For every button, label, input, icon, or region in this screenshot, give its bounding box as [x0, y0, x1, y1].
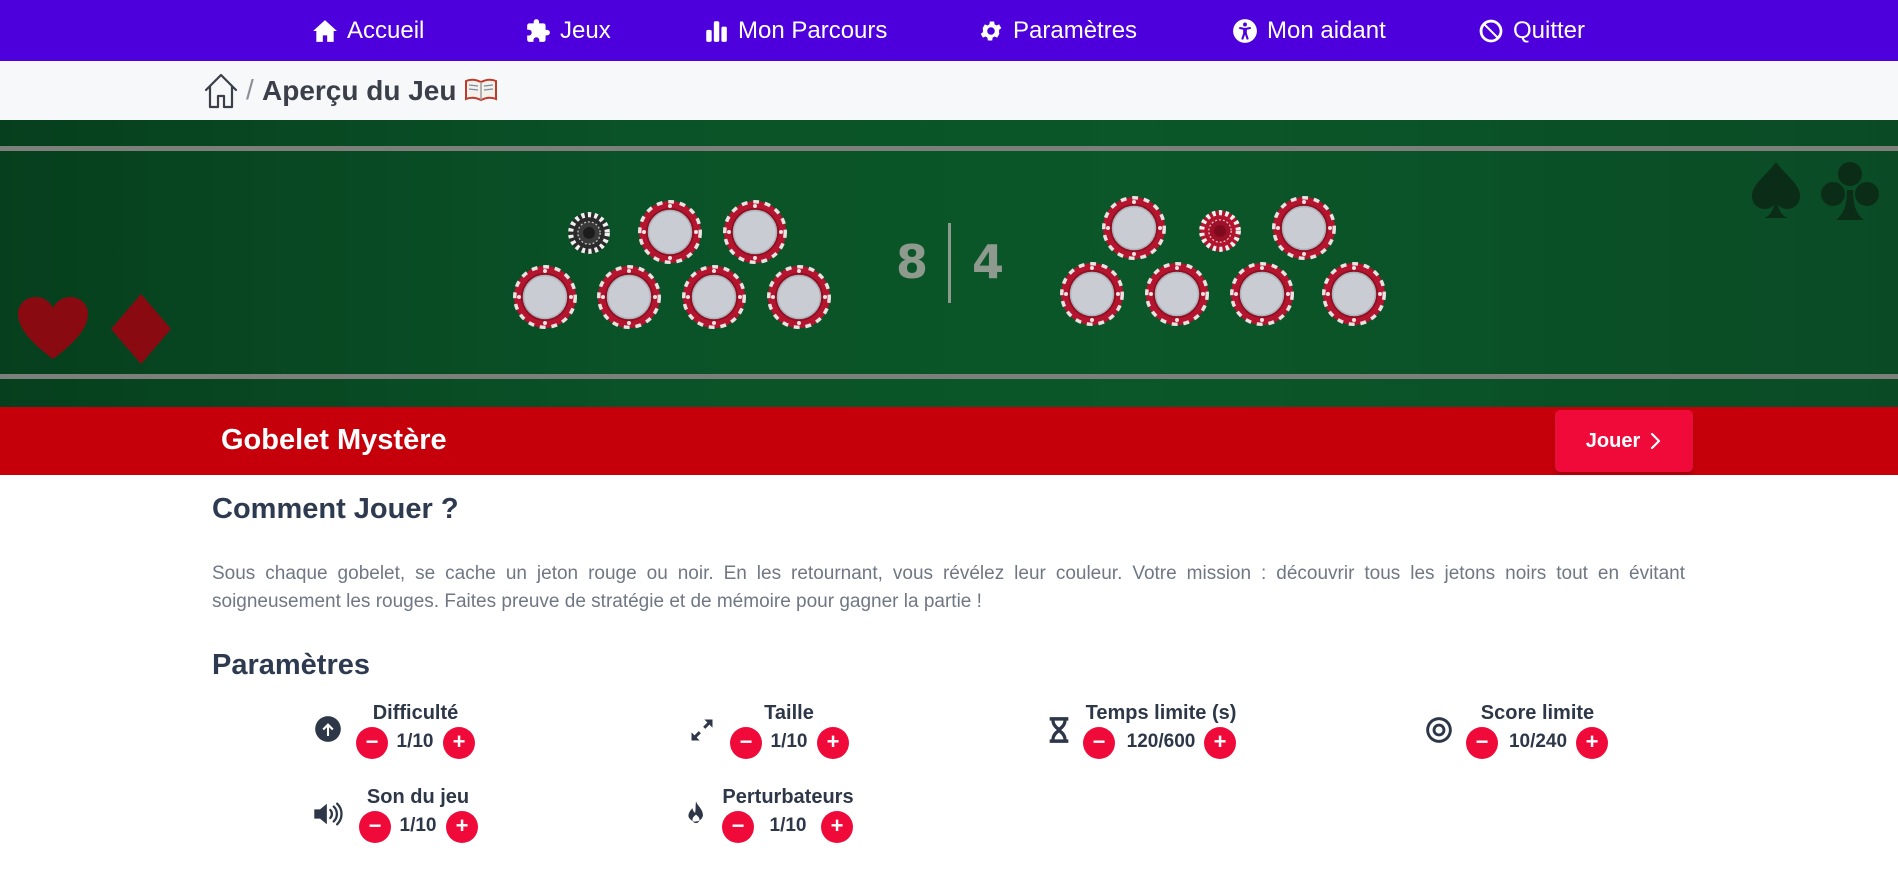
nav-item-label: Accueil [347, 16, 425, 44]
nav-item-jeux[interactable]: Jeux [525, 0, 611, 61]
param-value-score-limite: 10/240 [1508, 731, 1568, 752]
taille-decrease-button[interactable]: − [730, 727, 762, 759]
poker-chip[interactable] [1272, 196, 1336, 260]
score-divider [948, 223, 951, 303]
heart-icon [18, 297, 88, 359]
poker-chip[interactable] [597, 265, 661, 329]
game-title: Gobelet Mystère [221, 424, 447, 456]
parameters-heading: Paramètres [212, 649, 370, 681]
temps-limite-increase-button[interactable]: + [1204, 727, 1236, 759]
param-value-son-du-jeu: 1/10 [399, 815, 437, 836]
nav-item-mon-aidant[interactable]: Mon aidant [1232, 0, 1386, 61]
difficulte-decrease-button[interactable]: − [356, 727, 388, 759]
score-left: 8 [896, 235, 929, 289]
expand-arrows-icon [691, 719, 713, 741]
play-button[interactable]: Jouer [1555, 410, 1693, 472]
ban-icon [1479, 19, 1503, 42]
club-icon [1821, 162, 1879, 220]
how-to-play-description: Sous chaque gobelet, se cache un jeton r… [212, 563, 1685, 612]
accessibility-icon [1233, 18, 1257, 43]
revealed-black-chip [568, 212, 610, 254]
revealed-red-chip [1199, 210, 1241, 252]
bar-chart-icon [706, 20, 727, 42]
poker-chip[interactable] [638, 200, 702, 264]
nav-item-quitter[interactable]: Quitter [1478, 0, 1585, 61]
poker-chip[interactable] [513, 265, 577, 329]
table-rail-bottom [0, 374, 1898, 379]
speaker-icon [314, 802, 343, 826]
nav-item-accueil[interactable]: Accueil [312, 0, 424, 61]
param-value-temps-limite: 120/600 [1126, 731, 1196, 752]
poker-chip[interactable] [1102, 196, 1166, 260]
how-to-play-heading: Comment Jouer ? [212, 493, 459, 525]
page-title-text: Aperçu du Jeu [262, 75, 457, 106]
nav-item-label: Mon aidant [1267, 16, 1386, 44]
game-preview: 8 4 [0, 120, 1898, 407]
param-value-perturbateurs: 1/10 [769, 815, 807, 836]
play-button-label: Jouer [1585, 429, 1641, 452]
target-icon [1426, 717, 1452, 743]
home-icon [313, 19, 337, 42]
poker-chip[interactable] [1230, 262, 1294, 326]
param-label-score-limite: Score limite [1480, 702, 1595, 724]
param-label-perturbateurs: Perturbateurs [722, 786, 854, 808]
param-label-son-du-jeu: Son du jeu [366, 786, 470, 808]
home-outline-icon[interactable] [203, 72, 239, 110]
perturbateurs-increase-button[interactable]: + [821, 811, 853, 843]
nav-item-label: Mon Parcours [738, 16, 888, 44]
game-title-banner: Gobelet Mystère Jouer [0, 407, 1898, 475]
nav-item-label: Paramètres [1013, 16, 1138, 44]
poker-chip[interactable] [1322, 262, 1386, 326]
taille-increase-button[interactable]: + [817, 727, 849, 759]
nav-item-parametres[interactable]: Paramètres [978, 0, 1137, 61]
breadcrumb: / Aperçu du Jeu [0, 61, 1898, 120]
param-value-taille: 1/10 [770, 731, 808, 752]
open-book-icon [465, 78, 498, 102]
poker-chip[interactable] [767, 265, 831, 329]
score-right: 4 [972, 235, 1005, 289]
top-navbar: Accueil Jeux Mon Parcours Paramètres Mon… [0, 0, 1898, 61]
poker-chip[interactable] [1060, 262, 1124, 326]
score-limite-increase-button[interactable]: + [1576, 727, 1608, 759]
spade-icon [1752, 162, 1800, 218]
puzzle-icon [527, 18, 550, 42]
param-label-difficulte: Difficulté [372, 702, 459, 724]
breadcrumb-separator: / [246, 74, 254, 105]
param-value-difficulte: 1/10 [396, 731, 434, 752]
gear-icon [980, 20, 1002, 41]
table-rail-top [0, 146, 1898, 151]
temps-limite-decrease-button[interactable]: − [1083, 727, 1115, 759]
page-title: Aperçu du Jeu [262, 75, 498, 107]
perturbateurs-decrease-button[interactable]: − [722, 811, 754, 843]
hourglass-icon [1049, 717, 1069, 743]
chevron-right-icon [1651, 432, 1661, 450]
nav-item-label: Jeux [560, 16, 611, 44]
poker-chip[interactable] [1145, 262, 1209, 326]
son-du-jeu-decrease-button[interactable]: − [359, 811, 391, 843]
poker-chip[interactable] [723, 200, 787, 264]
difficulte-increase-button[interactable]: + [443, 727, 475, 759]
score-limite-decrease-button[interactable]: − [1466, 727, 1498, 759]
arrow-up-circle-icon [315, 716, 341, 742]
param-label-taille: Taille [764, 702, 814, 724]
nav-item-mon-parcours[interactable]: Mon Parcours [703, 0, 887, 61]
poker-chip[interactable] [682, 265, 746, 329]
param-label-temps-limite: Temps limite (s) [1085, 702, 1237, 724]
diamond-icon [111, 294, 171, 364]
nav-item-label: Quitter [1513, 16, 1586, 44]
flame-icon [688, 801, 703, 824]
son-du-jeu-increase-button[interactable]: + [446, 811, 478, 843]
